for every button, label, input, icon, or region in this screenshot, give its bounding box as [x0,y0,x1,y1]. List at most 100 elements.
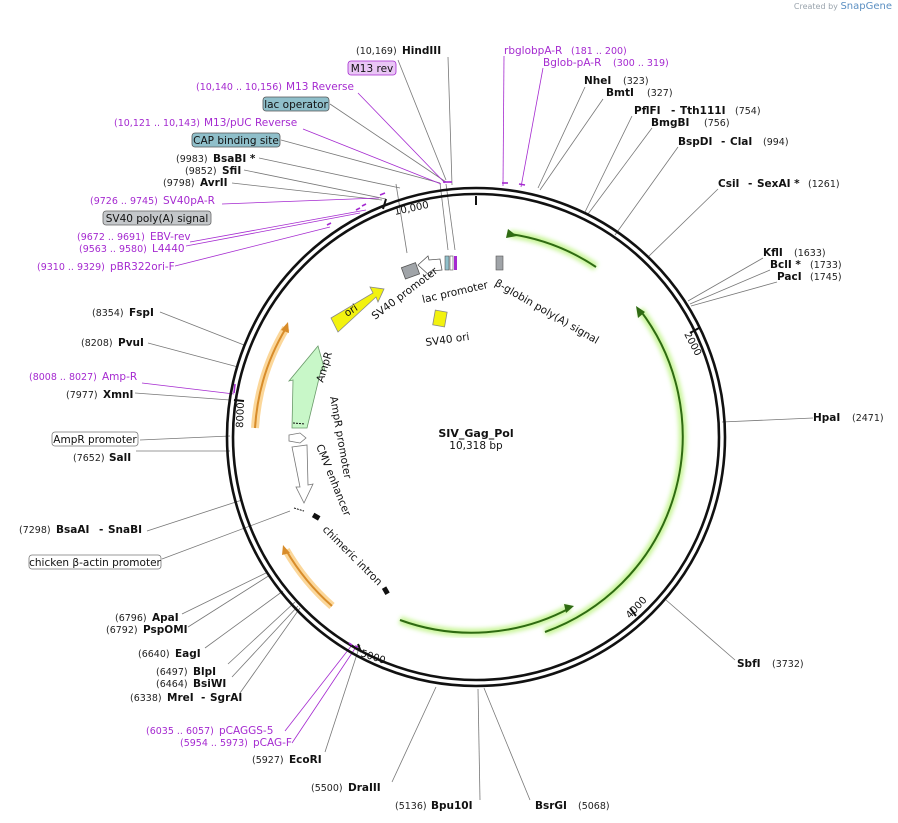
primer-sv40pa-r[interactable]: SV40pA-R [163,195,215,207]
enzyme-sali[interactable]: SalI [109,452,131,464]
primer-pos-rbglobpa-r: (181 .. 200) [571,46,627,57]
primer-m13-puc-reverse[interactable]: M13/pUC Reverse [204,117,297,129]
enzyme-bsaai[interactable]: BsaAI [56,524,89,536]
boxed-feature-cap-binding-site[interactable]: CAP binding site [191,132,281,148]
enzyme-pos-nhei: (323) [623,76,649,87]
beta-globin-polya-block [495,255,504,271]
enzyme-pos-fspi: (8354) [92,308,124,319]
enzyme-snabi[interactable]: SnaBI [108,524,142,536]
enzyme-fspi[interactable]: FspI [129,307,154,319]
enzyme-bmgbi[interactable]: BmgBI [651,117,689,129]
enzyme-nhei[interactable]: NheI [584,75,611,87]
enzyme-sgrai[interactable]: SgrAI [210,692,242,704]
primer-markers [233,181,526,648]
enzyme-bmti[interactable]: BmtI [606,87,634,99]
dashed-mark-2 [292,422,306,425]
enzyme-bsrgi[interactable]: BsrGI [535,800,567,812]
orf-arc-top [509,233,597,268]
boxed-feature-ampr-promoter[interactable]: AmpR promoter [51,431,139,447]
enzyme-csii[interactable]: CsiI [718,178,739,190]
credit-prefix: Created by [793,2,838,11]
enzyme-pos-bmti: (327) [647,88,673,99]
tick-8000: 8000 [235,402,247,428]
enzyme-pvui[interactable]: PvuI [118,337,144,349]
orf-arc-top-head [506,229,517,238]
enzyme-bsabi[interactable]: BsaBI * [213,153,256,165]
sv40-promoter-block [400,262,421,280]
enzyme-sfii[interactable]: SfiI [222,165,241,177]
enzyme-pspomi[interactable]: PspOMI [143,624,188,636]
tick-4000: 4000 [624,595,649,621]
m13-block [454,256,457,270]
primer-pos-m13-puc-reverse: (10,121 .. 10,143) [114,118,200,129]
backbone-outer [225,186,727,688]
enzyme-pos-bcli: (1733) [810,260,842,271]
enzyme-apai[interactable]: ApaI [152,612,179,624]
enzyme-pos-paci: (1745) [810,272,842,283]
enzyme-sexai[interactable]: SexAI * [757,178,800,190]
backbone-inner [231,192,721,682]
cmv-enhancer-arrow [291,444,314,504]
enzyme-pos-hpai: (2471) [852,413,884,424]
enzyme-pos-bpu10i: (5136) [395,801,427,812]
enzyme-pos-eagi: (6640) [138,649,170,660]
orf-arc-right-glow [543,307,687,636]
orf-arc-right [544,309,684,633]
enzyme-hindiii[interactable]: HindIII [402,45,441,57]
primer-rbglobpa-r[interactable]: rbglobpA-R [504,45,562,57]
orange-arc-left-head [281,322,289,333]
enzyme-blpi[interactable]: BlpI [193,666,216,678]
primer-pos-bglob-pa-r: (300 .. 319) [613,58,669,69]
enzyme-pos-ecori: (5927) [252,755,284,766]
cap-site-block [449,255,454,271]
boxed-feature-m13-rev[interactable]: M13 rev [347,60,397,76]
enzyme-xmni[interactable]: XmnI [103,389,133,401]
primer-amp-r[interactable]: Amp-R [102,371,137,383]
enzyme-bspdi[interactable]: BspDI [678,136,712,148]
enzyme-bsiwi[interactable]: BsiWI [193,678,226,690]
enzyme-clai[interactable]: ClaI [730,136,752,148]
enzyme-mrei[interactable]: MreI [167,692,194,704]
primer-pcaggs-5[interactable]: pCAGGS-5 [219,725,273,737]
enzyme-dash-4: - [201,692,205,704]
boxed-feature-chicken-actin-promoter[interactable]: chicken β-actin promoter [28,554,162,570]
credit: Created by SnapGene [794,1,892,12]
enzyme-dash-3: - [748,178,752,190]
enzyme-sbfi[interactable]: SbfI [737,658,761,670]
boxed-feature-sv40-polya[interactable]: SV40 poly(A) signal [102,210,212,226]
orf-arc-bottom-head [564,604,574,613]
enzyme-pos-blpi: (6497) [156,667,188,678]
enzyme-hpai[interactable]: HpaI [813,412,840,424]
ori-arrow [330,286,385,333]
enzyme-eagi[interactable]: EagI [175,648,201,660]
primer-pcag-f[interactable]: pCAG-F [253,737,292,749]
enzyme-bcli[interactable]: BclI * [770,259,801,271]
feature-label-ampr-promoter: AmpR promoter [53,434,137,446]
enzyme-pos-draiii: (5500) [311,783,343,794]
label-chimeric-intron: chimeric intron [320,524,385,589]
enzyme-kfli[interactable]: KflI [763,247,783,259]
primer-pos-sv40pa-r: (9726 .. 9745) [90,196,158,207]
enzyme-draiii[interactable]: DraIII [348,782,381,794]
enzyme-ecori[interactable]: EcoRI [289,754,322,766]
boxed-feature-lac-operator[interactable]: lac operator [262,96,330,112]
primer-l4440[interactable]: L4440 [152,243,185,255]
enzyme-pos-bsabi: (9983) [176,154,208,165]
enzyme-bpu10i[interactable]: Bpu10I [431,800,473,812]
primer-bglob-pa-r[interactable]: Bglob-pA-R [543,57,601,69]
enzyme-paci[interactable]: PacI [777,271,802,283]
enzyme-pos-bsaai: (7298) [19,525,51,536]
primer-leader-lines [141,55,544,744]
enzyme-tth111i[interactable]: Tth111I [680,105,725,117]
primer-pbr322ori-f[interactable]: pBR322ori-F [110,261,175,273]
primer-pos-m13-reverse: (10,140 .. 10,156) [196,82,282,93]
orange-arc-bottom-head [282,545,290,555]
enzyme-avrii[interactable]: AvrII [200,177,228,189]
lac-operator-block [444,255,450,271]
primer-ebv-rev[interactable]: EBV-rev [150,231,191,243]
snapgene-logo-text[interactable]: SnapGene [840,1,892,12]
enzyme-dash-1: - [671,105,675,117]
primer-m13-reverse[interactable]: M13 Reverse [286,81,354,93]
enzyme-pflfi[interactable]: PflFI [634,105,661,117]
